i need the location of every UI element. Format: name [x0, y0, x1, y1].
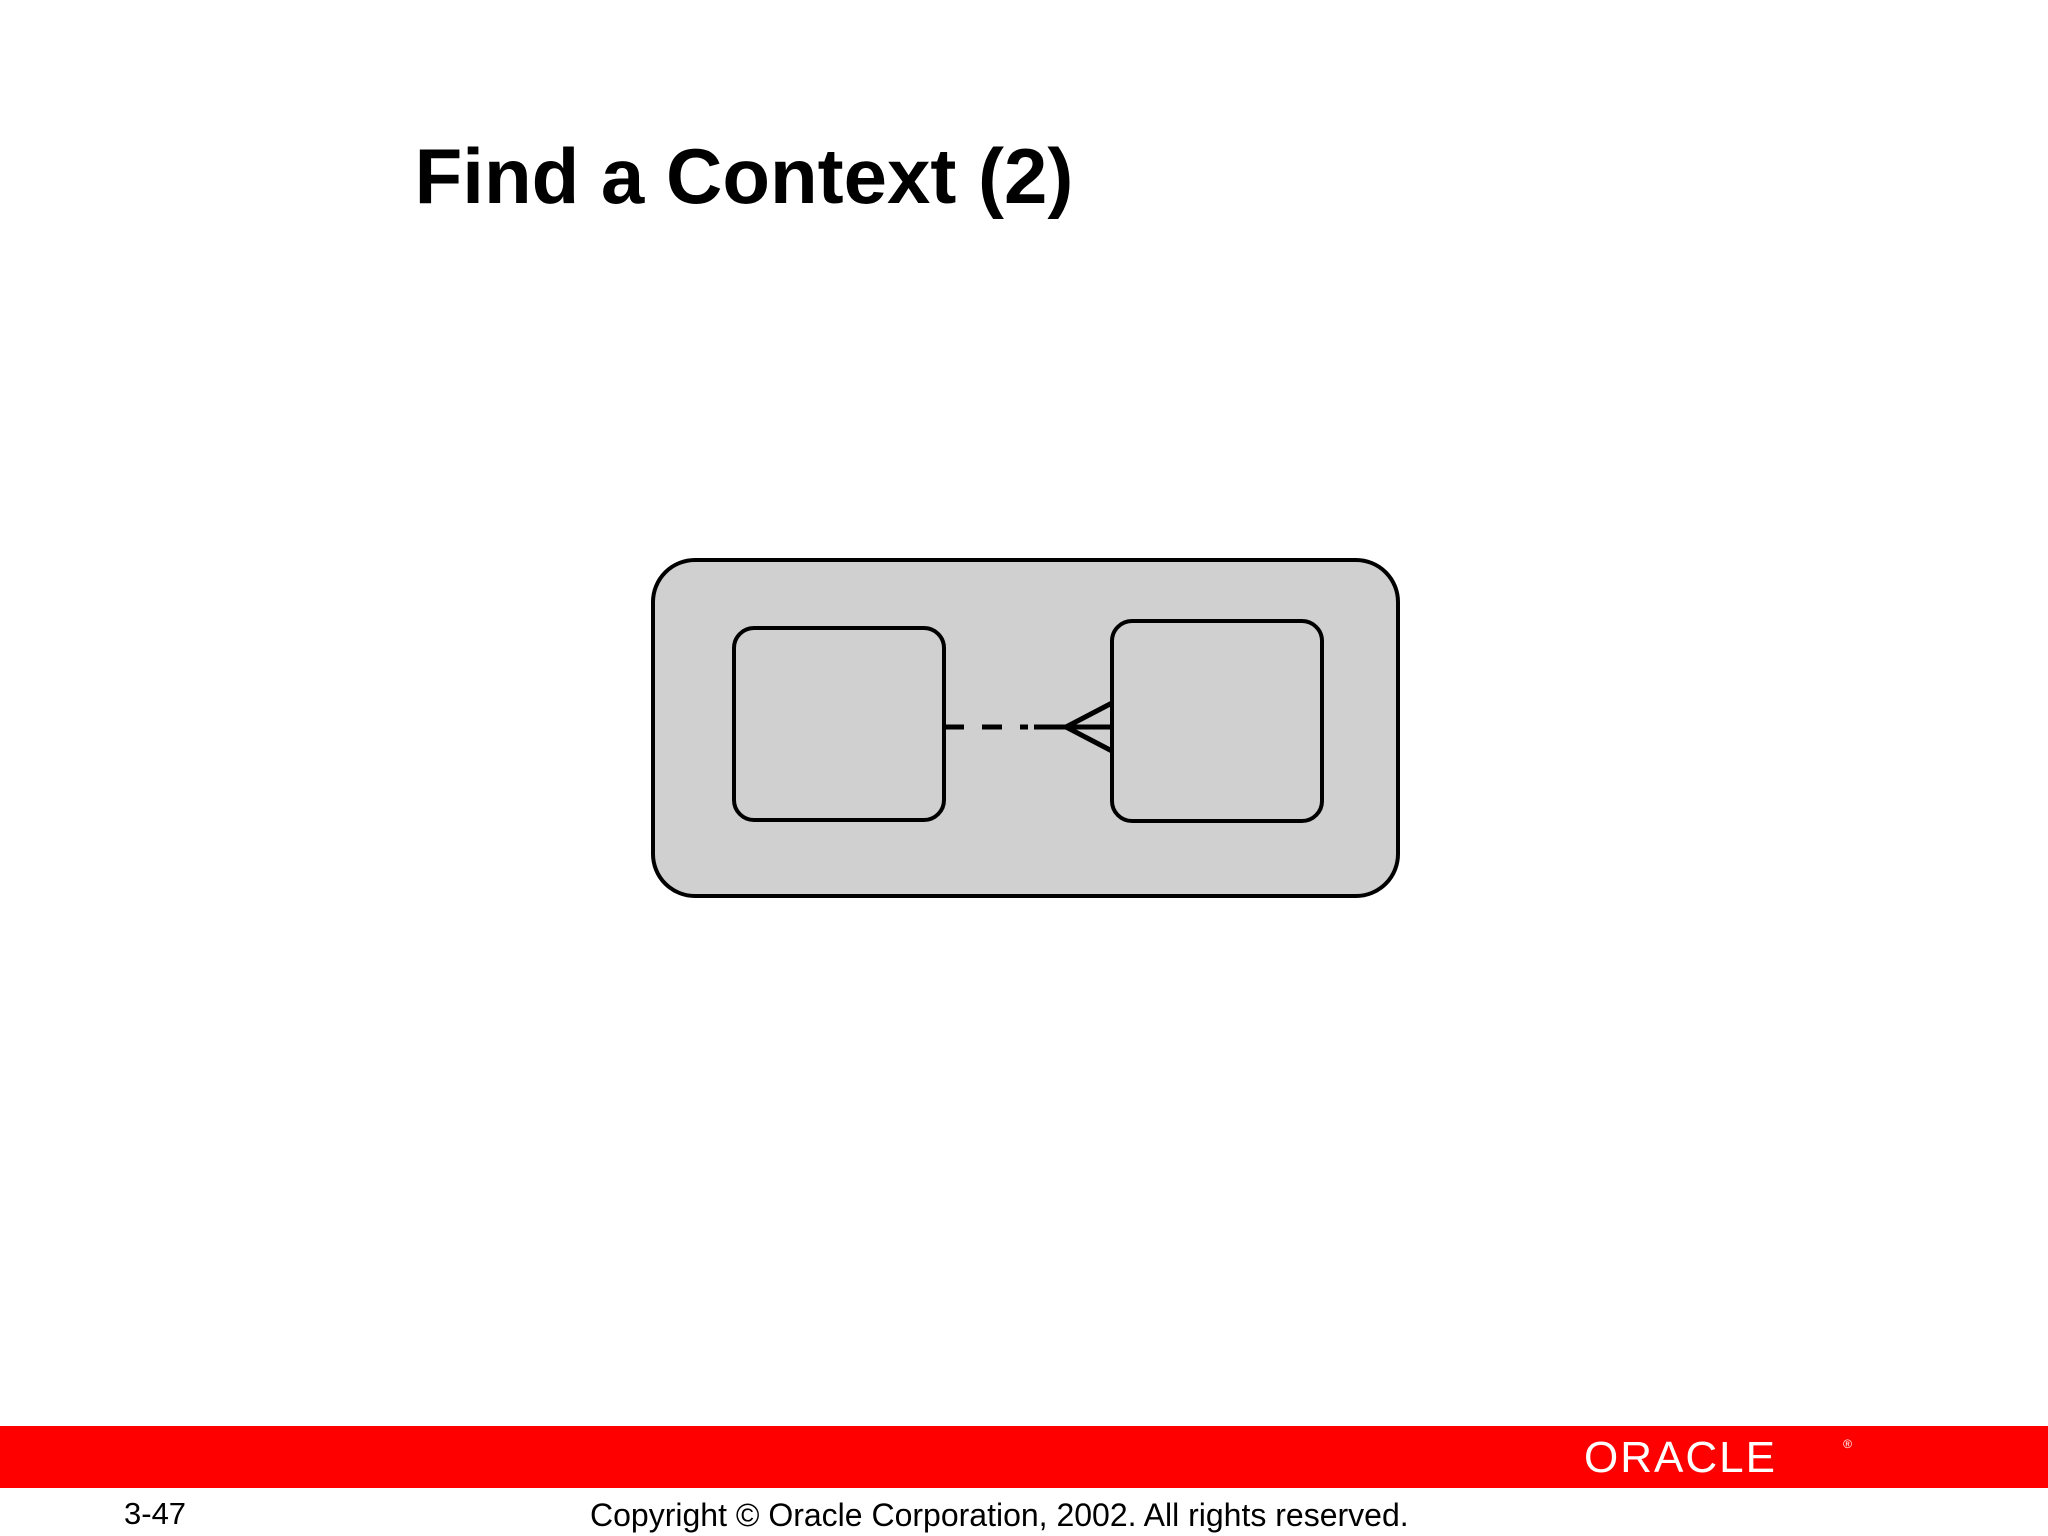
copyright-notice: Copyright © Oracle Corporation, 2002. Al… [590, 1497, 1409, 1533]
page-number: 3-47 [124, 1496, 187, 1531]
crows-foot-icon [1060, 700, 1114, 754]
slide-title: Find a Context (2) [414, 132, 1074, 220]
registered-mark: ® [1843, 1437, 1852, 1451]
footer-bar [0, 1426, 2048, 1488]
oracle-logo-text: ORACLE [1584, 1433, 1777, 1482]
left-entity [732, 626, 946, 822]
oracle-logo: ORACLE ® [1584, 1436, 1852, 1480]
right-entity [1110, 619, 1324, 823]
er-diagram [651, 558, 1400, 898]
